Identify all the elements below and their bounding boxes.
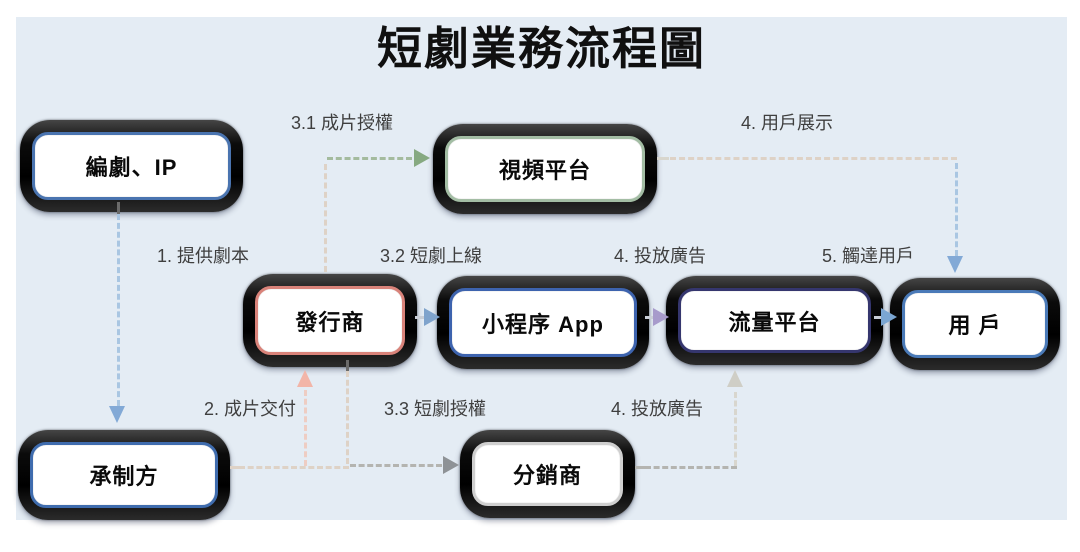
drama-launch-arrow-right-icon [424,308,440,326]
user-display-dash-dropper [955,163,958,256]
node-user-label: 用 戶 [948,313,1002,338]
node-traffic-platform: 流量平台 [666,276,883,365]
edge-label-provide-script: 1. 提供劇本 [157,246,250,266]
edge-label-film-license: 3.1 成片授權 [291,113,394,133]
node-miniprogram-app-label: 小程序 App [482,311,604,337]
node-reseller-face: 分銷商 [472,442,623,506]
film-license-arrow-right-icon [414,149,430,167]
edge-label-user-display: 4. 用戶展示 [741,113,834,133]
drama-license-stub [346,360,349,371]
node-production-party-face: 承制方 [30,442,218,508]
reach-users-arrow-right-icon [881,308,897,326]
node-user-face: 用 戶 [902,290,1048,358]
node-user: 用 戶 [890,278,1060,370]
node-video-platform: 視頻平台 [433,124,657,214]
film-delivery-dash-line [239,466,349,469]
user-display-stub [657,157,669,160]
film-license-dash-riser [324,164,327,272]
node-scriptwriter-ip-label: 編劇、IP [85,155,178,180]
node-production-party: 承制方 [18,430,230,520]
node-publisher-label: 發行商 [295,309,365,335]
node-reseller: 分銷商 [460,430,635,518]
film-delivery-stub [230,466,239,469]
node-traffic-platform-label: 流量平台 [728,309,821,335]
provide-script-stub [117,202,120,214]
place-ads-reseller-stub [635,466,645,469]
provide-script-dash-line [117,214,120,406]
node-miniprogram-app-face: 小程序 App [449,288,637,357]
node-publisher-face: 發行商 [255,286,405,355]
film-delivery-arrow-up-icon [297,370,313,387]
user-display-arrow-down-icon [947,256,963,273]
place-ads-app-arrow-right-icon [653,308,669,326]
film-license-dash-line [327,157,412,160]
place-ads-reseller-dash-riser [734,392,737,466]
reach-users-line [874,316,883,319]
node-video-platform-face: 視頻平台 [445,136,645,202]
node-publisher: 發行商 [243,274,417,367]
drama-license-dash-dropper [346,371,349,464]
node-production-party-label: 承制方 [89,464,159,489]
provide-script-arrow-down-icon [109,406,125,423]
edge-label-place-ads-app: 4. 投放廣告 [614,246,707,266]
edge-label-reach-users: 5. 觸達用戶 [822,246,915,266]
drama-license-arrow-right-icon [443,456,459,474]
drama-license-dash-line [350,464,442,467]
film-delivery-dash-riser [304,390,307,466]
edge-label-drama-launch: 3.2 短劇上線 [380,246,483,266]
page-title: 短劇業務流程圖 [376,23,706,74]
node-video-platform-label: 視頻平台 [498,158,591,183]
node-scriptwriter-ip: 編劇、IP [20,120,243,212]
node-traffic-platform-face: 流量平台 [678,288,871,353]
place-ads-app-line [645,316,655,319]
edge-label-drama-license: 3.3 短劇授權 [384,399,487,419]
place-ads-reseller-dash-line [645,466,737,469]
edge-label-place-ads-reseller: 4. 投放廣告 [611,399,704,419]
node-miniprogram-app: 小程序 App [437,276,649,369]
edge-label-film-delivery: 2. 成片交付 [204,399,297,419]
place-ads-reseller-arrow-up-icon [727,370,743,387]
drama-launch-line [415,316,425,319]
node-scriptwriter-ip-face: 編劇、IP [32,132,231,200]
node-reseller-label: 分銷商 [512,463,582,488]
user-display-dash-line [670,157,957,160]
